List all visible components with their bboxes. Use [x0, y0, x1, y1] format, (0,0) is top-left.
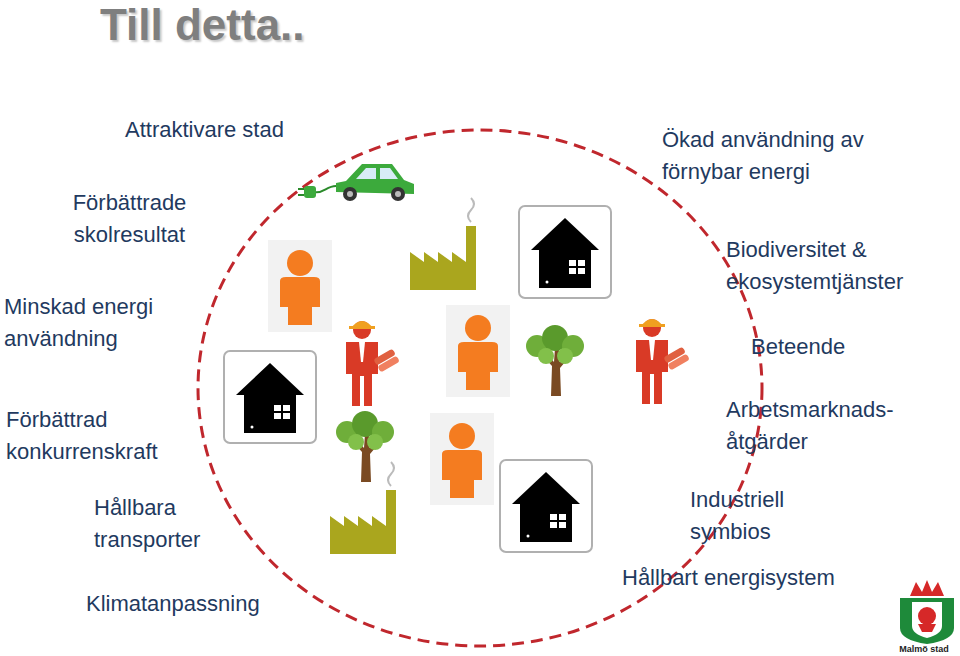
topic-label: Beteende: [751, 331, 901, 363]
topic-label: Biodiversitet & ekosystemtjänster: [726, 234, 948, 298]
topic-label: Industriell symbios: [690, 484, 825, 548]
topic-label: Arbetsmarknads- åtgärder: [726, 394, 926, 458]
topic-label: Attraktivare stad: [125, 114, 345, 146]
topic-label: Hållbara transporter: [94, 492, 234, 556]
topic-label: Ökad användning av förnybar energi: [662, 124, 912, 188]
topic-label: Minskad energi användning: [4, 291, 182, 355]
slide-title: Till detta..: [100, 0, 305, 50]
topic-label: Klimatanpassning: [86, 588, 306, 620]
topic-label: Hållbart energisystem: [622, 562, 892, 594]
logo-text: Malmö stad: [892, 644, 956, 655]
topic-label: Förbättrad konkurrenskraft: [6, 404, 194, 468]
topic-label: Förbättrade skolresultat: [52, 187, 207, 251]
